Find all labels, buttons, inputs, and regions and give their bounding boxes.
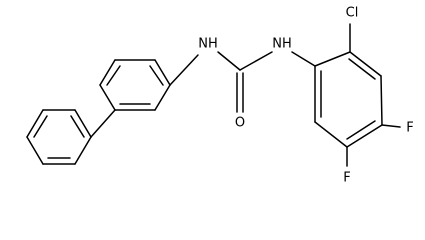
bond (26, 136, 44, 165)
bond (314, 51, 351, 67)
double-bond-inner (149, 65, 164, 86)
bond (74, 109, 92, 138)
bond (380, 75, 383, 126)
bond-ring-to-nh (169, 54, 199, 86)
bond (74, 136, 92, 165)
bond-nh-to-carbonyl (217, 51, 241, 71)
biaryl-bond (90, 109, 116, 138)
bond (154, 59, 171, 86)
nh-right-label: NH (272, 37, 292, 52)
double-bond-inner (348, 58, 376, 80)
chemical-structure: NH O NH Cl F F (26, 6, 414, 186)
bond (346, 124, 383, 148)
bond (99, 59, 116, 86)
nh-left-label: NH (198, 37, 218, 52)
dihalophenyl-ring (314, 51, 383, 148)
bond (154, 84, 171, 111)
double-bond-inner (346, 120, 376, 140)
bond-carbonyl-to-nh (239, 51, 273, 71)
fluorine-bottom-label: F (343, 171, 350, 186)
chlorine-label: Cl (346, 6, 359, 21)
double-bond-inner (106, 65, 121, 86)
phenylene-ring (99, 59, 171, 111)
bond (349, 51, 382, 77)
bond-ring-to-fluorine-top (381, 124, 401, 128)
fluorine-top-label: F (406, 121, 413, 136)
bond (99, 84, 116, 111)
double-bond-inner (33, 115, 48, 138)
phenyl-ring-terminal (26, 109, 92, 165)
bond (314, 121, 348, 148)
oxygen-label: O (235, 116, 245, 131)
double-bond-inner (70, 115, 85, 138)
bond (26, 109, 44, 138)
bond-nh-to-ring (291, 51, 316, 67)
